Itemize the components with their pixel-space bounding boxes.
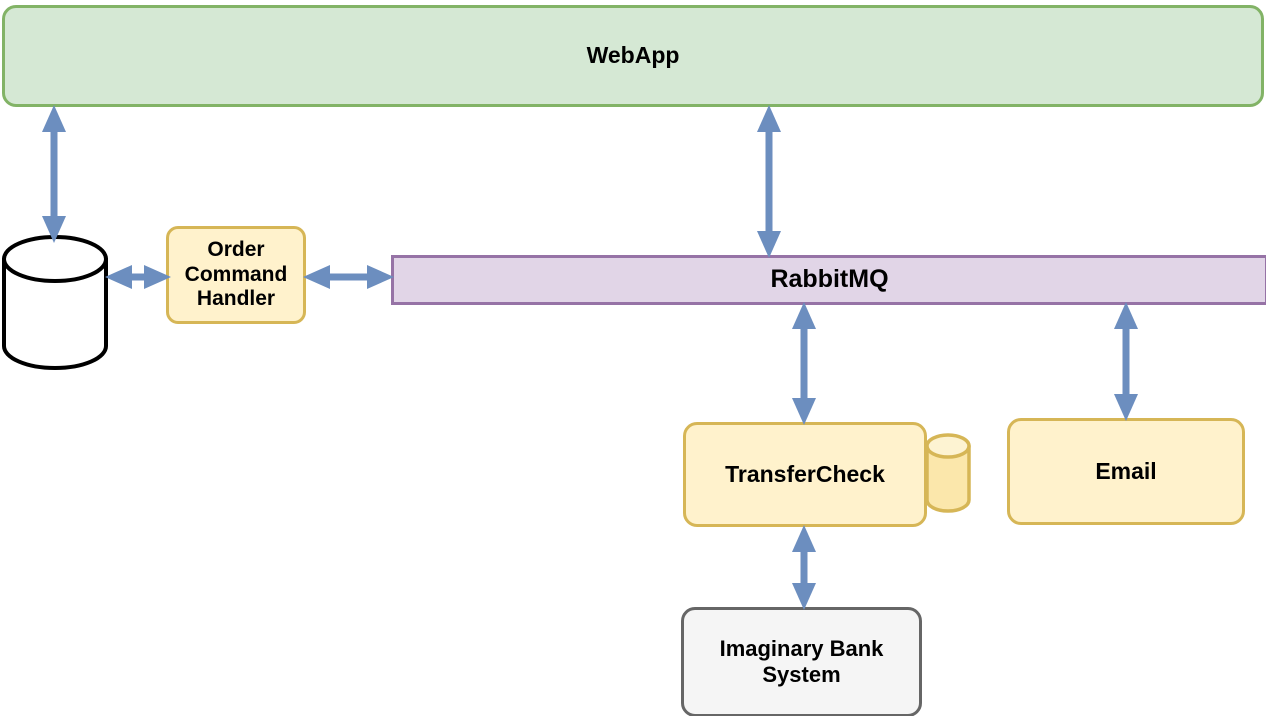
- edge-webapp-main-database: [38, 104, 70, 244]
- node-rabbitmq-label: RabbitMQ: [770, 265, 889, 294]
- node-order-command-handler-label: Order Command Handler: [184, 237, 288, 311]
- node-email-label: Email: [1095, 457, 1157, 484]
- node-main-database[interactable]: [0, 233, 114, 373]
- edge-rabbitmq-transfer-check: [788, 301, 820, 426]
- node-transfer-check-label: TransferCheck: [725, 460, 885, 487]
- node-transfer-check[interactable]: TransferCheck: [683, 422, 927, 527]
- edge-rabbitmq-email: [1110, 301, 1142, 422]
- edge-webapp-rabbitmq: [753, 104, 785, 259]
- node-webapp[interactable]: WebApp: [2, 5, 1264, 107]
- edge-order-command-handler-rabbitmq: [302, 261, 395, 293]
- node-webapp-label: WebApp: [586, 42, 680, 69]
- edge-transfer-check-imaginary-bank-system: [788, 524, 820, 611]
- node-transfer-check-database[interactable]: [922, 432, 974, 520]
- node-imaginary-bank-system-label: Imaginary Bank System: [719, 636, 884, 687]
- node-email[interactable]: Email: [1007, 418, 1245, 525]
- node-order-command-handler[interactable]: Order Command Handler: [166, 226, 306, 324]
- node-rabbitmq[interactable]: RabbitMQ: [391, 255, 1266, 305]
- edge-main-database-order-command-handler: [104, 261, 172, 293]
- node-imaginary-bank-system[interactable]: Imaginary Bank System: [681, 607, 922, 716]
